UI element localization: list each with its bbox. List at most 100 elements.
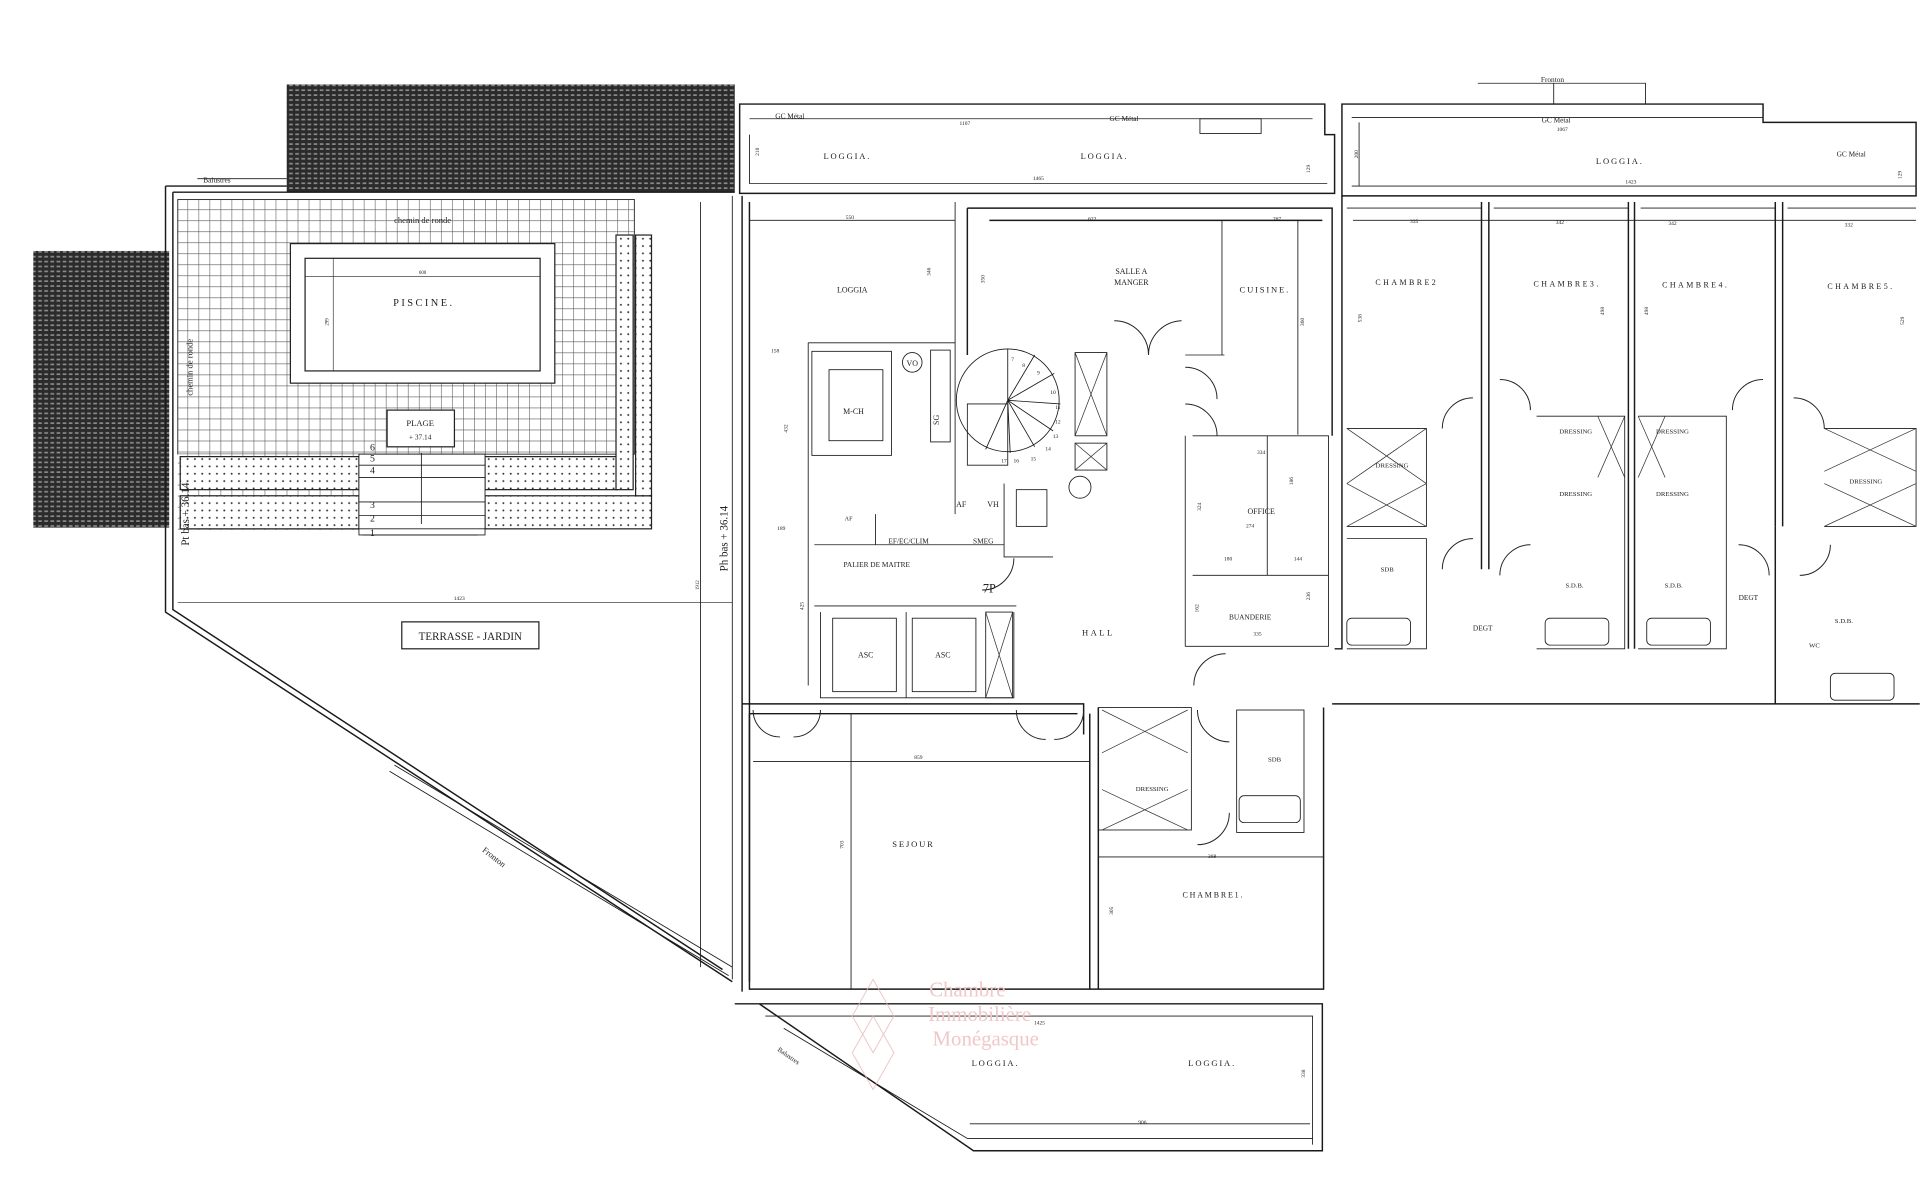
stair-number: 11: [1055, 405, 1061, 411]
plage-plaque: [386, 409, 456, 448]
pt-bas-label: Pt bas + 36.14: [180, 482, 192, 546]
watermark-text: Monégasque: [933, 1026, 1039, 1050]
dimension: 432: [783, 424, 789, 432]
dimension: 1912: [696, 580, 701, 590]
dimension: 335: [1253, 631, 1262, 637]
dimension: 210: [755, 147, 761, 155]
dimension: 334: [1257, 450, 1266, 456]
stair-number: 17: [1001, 459, 1007, 465]
chambre3-label: CHAMBRE3.: [1534, 279, 1601, 288]
dimension: 703: [840, 840, 846, 848]
sdb-label: SDB: [1268, 756, 1282, 763]
dimension: 859: [914, 755, 923, 761]
dimension: 342: [1556, 220, 1565, 226]
step-number: 4: [370, 466, 375, 477]
dressing-label: DRESSING: [1656, 491, 1689, 498]
dimension: 350: [980, 275, 986, 283]
dressing-label: DRESSING: [1656, 428, 1689, 435]
dimension: 180: [1224, 557, 1232, 563]
asc-label: ASC: [935, 650, 950, 659]
sdb-label: S.D.B.: [1835, 618, 1853, 625]
loggia-label: LOGGIA.: [1081, 151, 1129, 161]
dimension: 368: [1208, 854, 1217, 860]
dimension: 144: [1294, 557, 1303, 563]
salle-a-manger-label: SALLE A: [1115, 267, 1147, 276]
dressing-label: DRESSING: [1849, 479, 1882, 486]
stair-number: 12: [1055, 420, 1061, 426]
dimension: 267: [1273, 216, 1282, 222]
stair-number: 14: [1045, 446, 1051, 452]
fronton-label: Fronton: [480, 845, 508, 870]
dimension: 158: [771, 349, 780, 355]
degt-label: DEGT: [1739, 593, 1759, 602]
stair-number: 15: [1031, 456, 1037, 462]
stair-number: 9: [1037, 371, 1040, 377]
pool-label: PISCINE.: [393, 298, 454, 309]
terrace-wall: [164, 185, 735, 983]
planter: [615, 234, 634, 491]
stair-number: 7: [1011, 357, 1014, 363]
sg-label: SG: [932, 415, 941, 425]
dimension: 299: [325, 318, 330, 326]
dressing-label: DRESSING: [1559, 491, 1592, 498]
terrace-garden: [33, 84, 735, 983]
dimension: 129: [1306, 165, 1312, 174]
degt-label: DEGT: [1473, 623, 1493, 632]
cuisine-label: CUISINE.: [1240, 285, 1291, 295]
watermark-text: Chambre: [929, 977, 1005, 1001]
gc-metal-label: GC Métal: [775, 112, 804, 121]
planter: [179, 455, 360, 491]
wc-label: WC: [1809, 643, 1820, 650]
loggia-label: LOGGIA.: [824, 151, 872, 161]
roof-left: [33, 250, 170, 528]
dressing-label: DRESSING: [1559, 428, 1592, 435]
dimension: 274: [1246, 524, 1255, 530]
planter: [179, 495, 360, 530]
7p-label: 7P: [983, 581, 996, 595]
gc-metal-label: GC Métal: [1837, 150, 1866, 159]
dimension: 906: [1138, 1120, 1147, 1126]
terrasse-label-box: [401, 621, 540, 650]
dimension: 600: [419, 271, 427, 276]
terrasse-jardin-label: TERRASSE - JARDIN: [419, 631, 522, 643]
chambre2-label: CHAMBRE2: [1375, 278, 1438, 287]
step-number: 6: [370, 442, 375, 453]
dimension: 1465: [1033, 176, 1044, 182]
sdb-label: SDB: [1381, 567, 1395, 574]
planter: [484, 455, 618, 491]
af-label: AF: [845, 516, 853, 522]
dimension: 332: [1845, 222, 1854, 228]
dimension: 200: [1354, 150, 1360, 159]
palier-de-maitre-label: PALIER DE MAITRE: [844, 560, 911, 569]
sejour-label: SEJOUR: [892, 839, 934, 849]
m-ch-label: M-CH: [843, 407, 864, 416]
watermark-text: Immobilière: [928, 1002, 1031, 1026]
stair-number: 8: [1022, 363, 1025, 369]
salle-a-manger-label: MANGER: [1114, 278, 1149, 287]
roof-top: [286, 84, 735, 193]
planter: [484, 495, 653, 530]
balustres-label: Balustres: [776, 1046, 801, 1066]
gc-metal-label: GC Métal: [1109, 114, 1138, 123]
dimension: 550: [846, 215, 854, 221]
step-number: 2: [370, 513, 375, 524]
fronton-label: Fronton: [1541, 75, 1565, 84]
dimension: 622: [1088, 216, 1097, 222]
chemin-de-ronde-label: chemin de ronde: [394, 215, 451, 225]
stair-number: 13: [1053, 434, 1059, 440]
step-number: 5: [370, 454, 375, 465]
step-number: 3: [370, 500, 375, 511]
dimension: 529: [1900, 316, 1906, 325]
dimension: 186: [1289, 477, 1295, 486]
loggia-label: LOGGIA.: [1596, 156, 1644, 166]
dimension: 236: [1306, 592, 1312, 601]
dimension: 1423: [454, 596, 465, 602]
dimension: 1107: [959, 121, 970, 127]
vo-label: VO: [907, 359, 919, 368]
dimension: 162: [1195, 604, 1201, 612]
office-label: OFFICE: [1247, 507, 1274, 516]
plage-level: + 37.14: [409, 432, 432, 441]
dimension: 538: [1358, 314, 1364, 323]
doors: [752, 320, 1831, 846]
